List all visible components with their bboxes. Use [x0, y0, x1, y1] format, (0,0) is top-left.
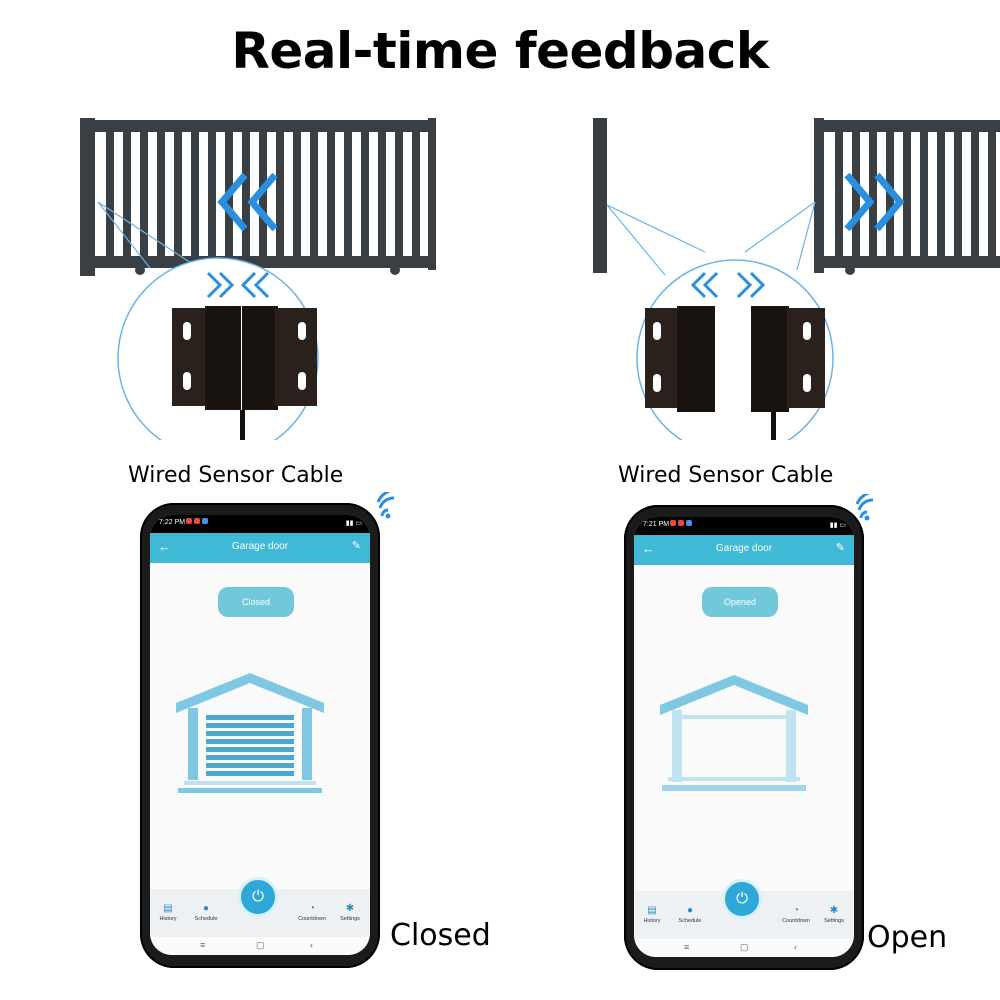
nav-countdown-label: Countdown: [782, 918, 810, 924]
nav-settings[interactable]: ✱ Settings: [814, 905, 854, 924]
sensor-separation-arrows-icon: [690, 271, 766, 299]
nav-settings-label: Settings: [340, 916, 360, 922]
back-icon[interactable]: ‹: [310, 940, 313, 950]
app-bar: ← Garage door ✎: [634, 535, 854, 565]
sensor-contact-arrows-icon: [206, 271, 270, 299]
system-nav-bar: ≡ ▢ ‹: [150, 937, 370, 955]
battery-icon: ▮▮ ▭: [345, 520, 362, 527]
open-gate-illustration: [593, 118, 1000, 440]
closed-gate-illustration: [80, 118, 436, 440]
power-button[interactable]: ⏻: [238, 877, 278, 917]
left-phone-screen: 7:22 PM ▮▮ ▭ ← Garage door ✎ Closed: [150, 515, 370, 955]
nav-schedule-label: Schedule: [194, 916, 218, 922]
menu-icon[interactable]: ≡: [200, 940, 206, 950]
nav-schedule-label: Schedule: [678, 918, 702, 924]
edit-icon[interactable]: ✎: [351, 540, 361, 552]
countdown-icon: ◔: [792, 905, 800, 916]
power-icon: ⏻: [736, 890, 748, 907]
schedule-icon: ●: [202, 903, 210, 914]
open-gate: [593, 118, 1000, 275]
nav-settings-label: Settings: [824, 918, 844, 924]
app-title: Garage door: [715, 543, 773, 554]
nav-countdown-label: Countdown: [298, 916, 326, 922]
bottom-nav: ▤ History ● Schedule ⏻ ◔ Countdown ✱ Set…: [150, 877, 370, 937]
history-icon: ▤: [163, 903, 173, 914]
right-phone: 7:21 PM ▮▮ ▭ ← Garage door ✎ Opened ▤ Hi…: [624, 505, 864, 970]
open-state-label: Open: [867, 920, 948, 955]
status-time: 7:21 PM: [643, 521, 670, 528]
magnetic-sensor-open: [645, 306, 825, 440]
nav-history[interactable]: ▤ History: [634, 905, 672, 924]
nav-schedule[interactable]: ● Schedule: [670, 905, 710, 924]
home-icon[interactable]: ▢: [740, 942, 749, 952]
page-title: Real-time feedback: [231, 22, 769, 80]
closing-arrows-icon: [217, 172, 278, 232]
countdown-icon: ◔: [308, 903, 316, 914]
nav-settings[interactable]: ✱ Settings: [330, 903, 370, 922]
door-status-badge: Closed: [218, 587, 294, 617]
history-icon: ▤: [647, 905, 657, 916]
left-phone: 7:22 PM ▮▮ ▭ ← Garage door ✎ Closed: [140, 503, 380, 968]
garage-closed-icon: [176, 673, 324, 793]
nav-history-label: History: [159, 916, 177, 922]
schedule-icon: ●: [686, 905, 694, 916]
back-arrow-icon[interactable]: ←: [642, 541, 655, 556]
door-status-badge: Opened: [702, 587, 778, 617]
home-icon[interactable]: ▢: [256, 940, 265, 950]
wifi-signal-icon: [376, 492, 395, 519]
status-bar: 7:21 PM ▮▮ ▭: [634, 517, 854, 535]
settings-icon: ✱: [829, 905, 839, 916]
nav-countdown[interactable]: ◔ Countdown: [292, 903, 332, 922]
back-arrow-icon[interactable]: ←: [158, 539, 171, 554]
settings-icon: ✱: [345, 903, 355, 914]
power-button[interactable]: ⏻: [722, 879, 762, 919]
nav-history[interactable]: ▤ History: [150, 903, 188, 922]
magnetic-sensor-closed: [172, 306, 317, 440]
status-bar: 7:22 PM ▮▮ ▭: [150, 515, 370, 533]
app-title: Garage door: [231, 541, 289, 552]
status-time: 7:22 PM: [159, 519, 186, 526]
nav-countdown[interactable]: ◔ Countdown: [776, 905, 816, 924]
battery-icon: ▮▮ ▭: [829, 522, 846, 529]
closed-state-label: Closed: [390, 918, 491, 953]
nav-history-label: History: [643, 918, 661, 924]
back-icon[interactable]: ‹: [794, 942, 797, 952]
left-cable-label: Wired Sensor Cable: [128, 463, 344, 488]
garage-open-icon: [660, 675, 808, 791]
edit-icon[interactable]: ✎: [835, 542, 845, 554]
bottom-nav: ▤ History ● Schedule ⏻ ◔ Countdown ✱ Set…: [634, 879, 854, 939]
system-nav-bar: ≡ ▢ ‹: [634, 939, 854, 957]
app-bar: ← Garage door ✎: [150, 533, 370, 563]
nav-schedule[interactable]: ● Schedule: [186, 903, 226, 922]
right-phone-screen: 7:21 PM ▮▮ ▭ ← Garage door ✎ Opened ▤ Hi…: [634, 517, 854, 957]
right-cable-label: Wired Sensor Cable: [618, 463, 834, 488]
power-icon: ⏻: [252, 888, 264, 905]
menu-icon[interactable]: ≡: [684, 942, 690, 952]
opening-arrows-icon: [844, 172, 905, 232]
wifi-signal-icon: [855, 494, 874, 521]
